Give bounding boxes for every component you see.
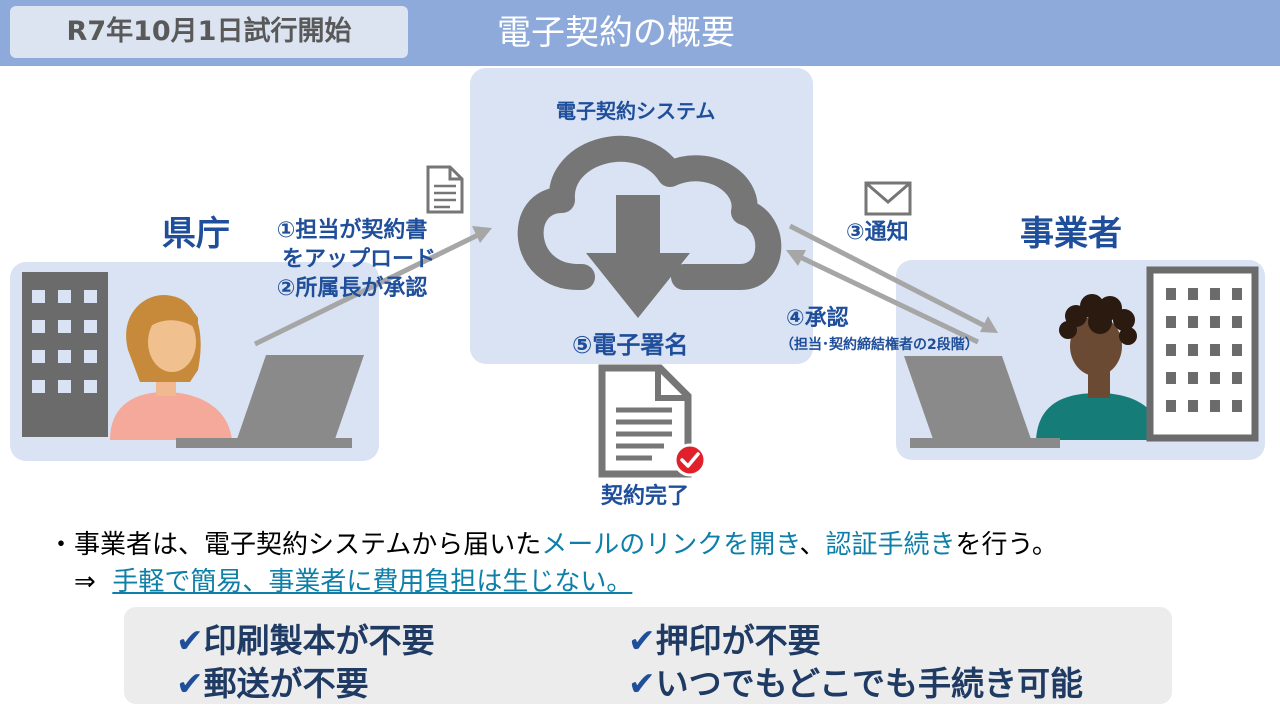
upload-arrow bbox=[253, 226, 492, 347]
system-label: 電子契約システム bbox=[556, 99, 716, 123]
approve-arrow bbox=[786, 250, 980, 345]
laptop-icon-right bbox=[904, 356, 1060, 448]
laptop-icon-left bbox=[176, 355, 364, 448]
bullet-highlight-link: メールのリンクを開き bbox=[541, 530, 800, 560]
benefits-box bbox=[124, 607, 1172, 704]
bullet-marker: ・ bbox=[48, 530, 75, 560]
check-badge-icon bbox=[673, 443, 707, 477]
step4-label: ④承認 bbox=[786, 306, 849, 331]
bullet-suffix: を行う。 bbox=[955, 530, 1058, 560]
benefit-item: ✔印刷製本が不要 bbox=[176, 614, 435, 662]
checkmark-icon: ✔ bbox=[176, 621, 204, 660]
benefit-text: いつでもどこでも手続き可能 bbox=[655, 664, 1084, 703]
office-building-icon-right bbox=[1146, 266, 1259, 442]
step4-note: （担当･契約締結権者の2段階） bbox=[780, 337, 979, 353]
no-cost-note: ⇒ 手軽で簡易、事業者に費用負担は生じない。 bbox=[74, 561, 632, 598]
page-title: 電子契約の概要 bbox=[497, 13, 735, 53]
download-arrow-icon bbox=[586, 195, 690, 318]
notify-arrow bbox=[788, 223, 998, 333]
benefit-text: 押印が不要 bbox=[655, 621, 821, 660]
prefecture-label: 県庁 bbox=[162, 214, 230, 254]
step5-label: ⑤電子署名 bbox=[572, 331, 689, 359]
step1-label: ①担当が契約書 をアップロード ②所属長が承認 bbox=[268, 216, 436, 303]
signed-contract-icon bbox=[598, 364, 692, 478]
benefit-item: ✔押印が不要 bbox=[628, 614, 821, 662]
business-person-icon bbox=[1036, 294, 1162, 440]
bullet-highlight-auth: 認証手続き bbox=[825, 530, 956, 560]
arrow-glyph: ⇒ bbox=[74, 567, 96, 597]
step2-label: ②所属長が承認 bbox=[276, 276, 428, 301]
bullet-middle: 、 bbox=[799, 530, 826, 560]
office-building-icon-left bbox=[22, 272, 108, 437]
document-icon bbox=[426, 165, 464, 214]
business-procedure-note: ・事業者は、電子契約システムから届いたメールのリンクを開き、認証手続きを行う。 bbox=[48, 524, 1058, 561]
cloud-icon bbox=[517, 135, 782, 290]
checkmark-icon: ✔ bbox=[628, 621, 656, 660]
business-label: 事業者 bbox=[1020, 214, 1122, 254]
step1-line2: をアップロード bbox=[282, 247, 437, 272]
benefit-item: ✔いつでもどこでも手続き可能 bbox=[628, 657, 1083, 705]
contract-complete-label: 契約完了 bbox=[601, 484, 690, 509]
checkmark-icon: ✔ bbox=[628, 664, 656, 703]
benefit-text: 印刷製本が不要 bbox=[203, 621, 435, 660]
mail-icon bbox=[864, 181, 912, 216]
benefit-text: 郵送が不要 bbox=[203, 664, 369, 703]
step3-label: ③通知 bbox=[846, 220, 909, 245]
no-cost-text: 手軽で簡易、事業者に費用負担は生じない。 bbox=[112, 567, 633, 597]
checkmark-icon: ✔ bbox=[176, 664, 204, 703]
trial-start-badge: R7年10月1日試行開始 bbox=[10, 6, 408, 58]
staff-person-icon bbox=[110, 294, 232, 440]
benefit-item: ✔郵送が不要 bbox=[176, 657, 369, 705]
bullet-prefix: 事業者は、電子契約システムから届いた bbox=[74, 530, 542, 560]
step1-line1: ①担当が契約書 bbox=[276, 218, 428, 243]
